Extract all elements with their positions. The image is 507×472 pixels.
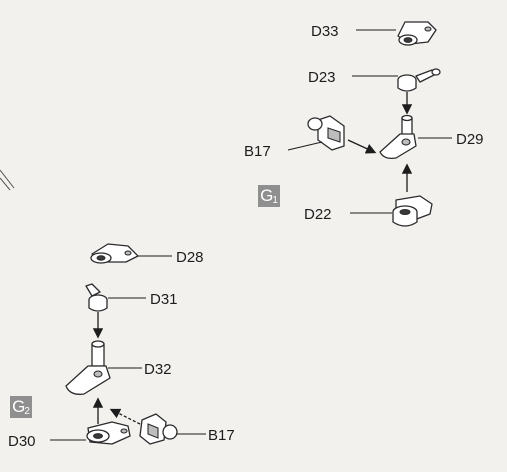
label-d33: D33 (311, 23, 339, 40)
label-d29: D29 (456, 131, 484, 148)
label-d22: D22 (304, 206, 332, 223)
label-b17-bottom: B17 (208, 427, 235, 444)
step-badge-g2-number: 2 (24, 406, 30, 417)
arrow-b17-d29 (347, 139, 377, 154)
step-badge-g1-letter: G (260, 186, 274, 205)
label-d30: D30 (8, 433, 36, 450)
part-d29 (379, 114, 417, 160)
part-b17-bottom (139, 413, 178, 445)
arrow-b17-d30 (109, 408, 141, 425)
edge-mark (0, 169, 15, 191)
step-badge-g1: G1 (258, 185, 280, 207)
label-d23: D23 (308, 69, 336, 86)
step-badge-g2: G2 (10, 396, 32, 418)
part-d22 (392, 195, 433, 227)
part-d32 (65, 340, 111, 395)
part-d23 (397, 68, 441, 92)
part-d30 (86, 421, 131, 445)
part-b17-top (307, 115, 345, 151)
part-d31 (85, 283, 108, 312)
label-d28: D28 (176, 249, 204, 266)
label-d31: D31 (150, 291, 178, 308)
label-d32: D32 (144, 361, 172, 378)
part-d28 (90, 243, 139, 264)
step-badge-g1-number: 1 (272, 195, 278, 206)
part-d33 (397, 21, 437, 46)
step-badge-g2-letter: G (12, 397, 26, 416)
label-b17-top: B17 (244, 143, 271, 160)
